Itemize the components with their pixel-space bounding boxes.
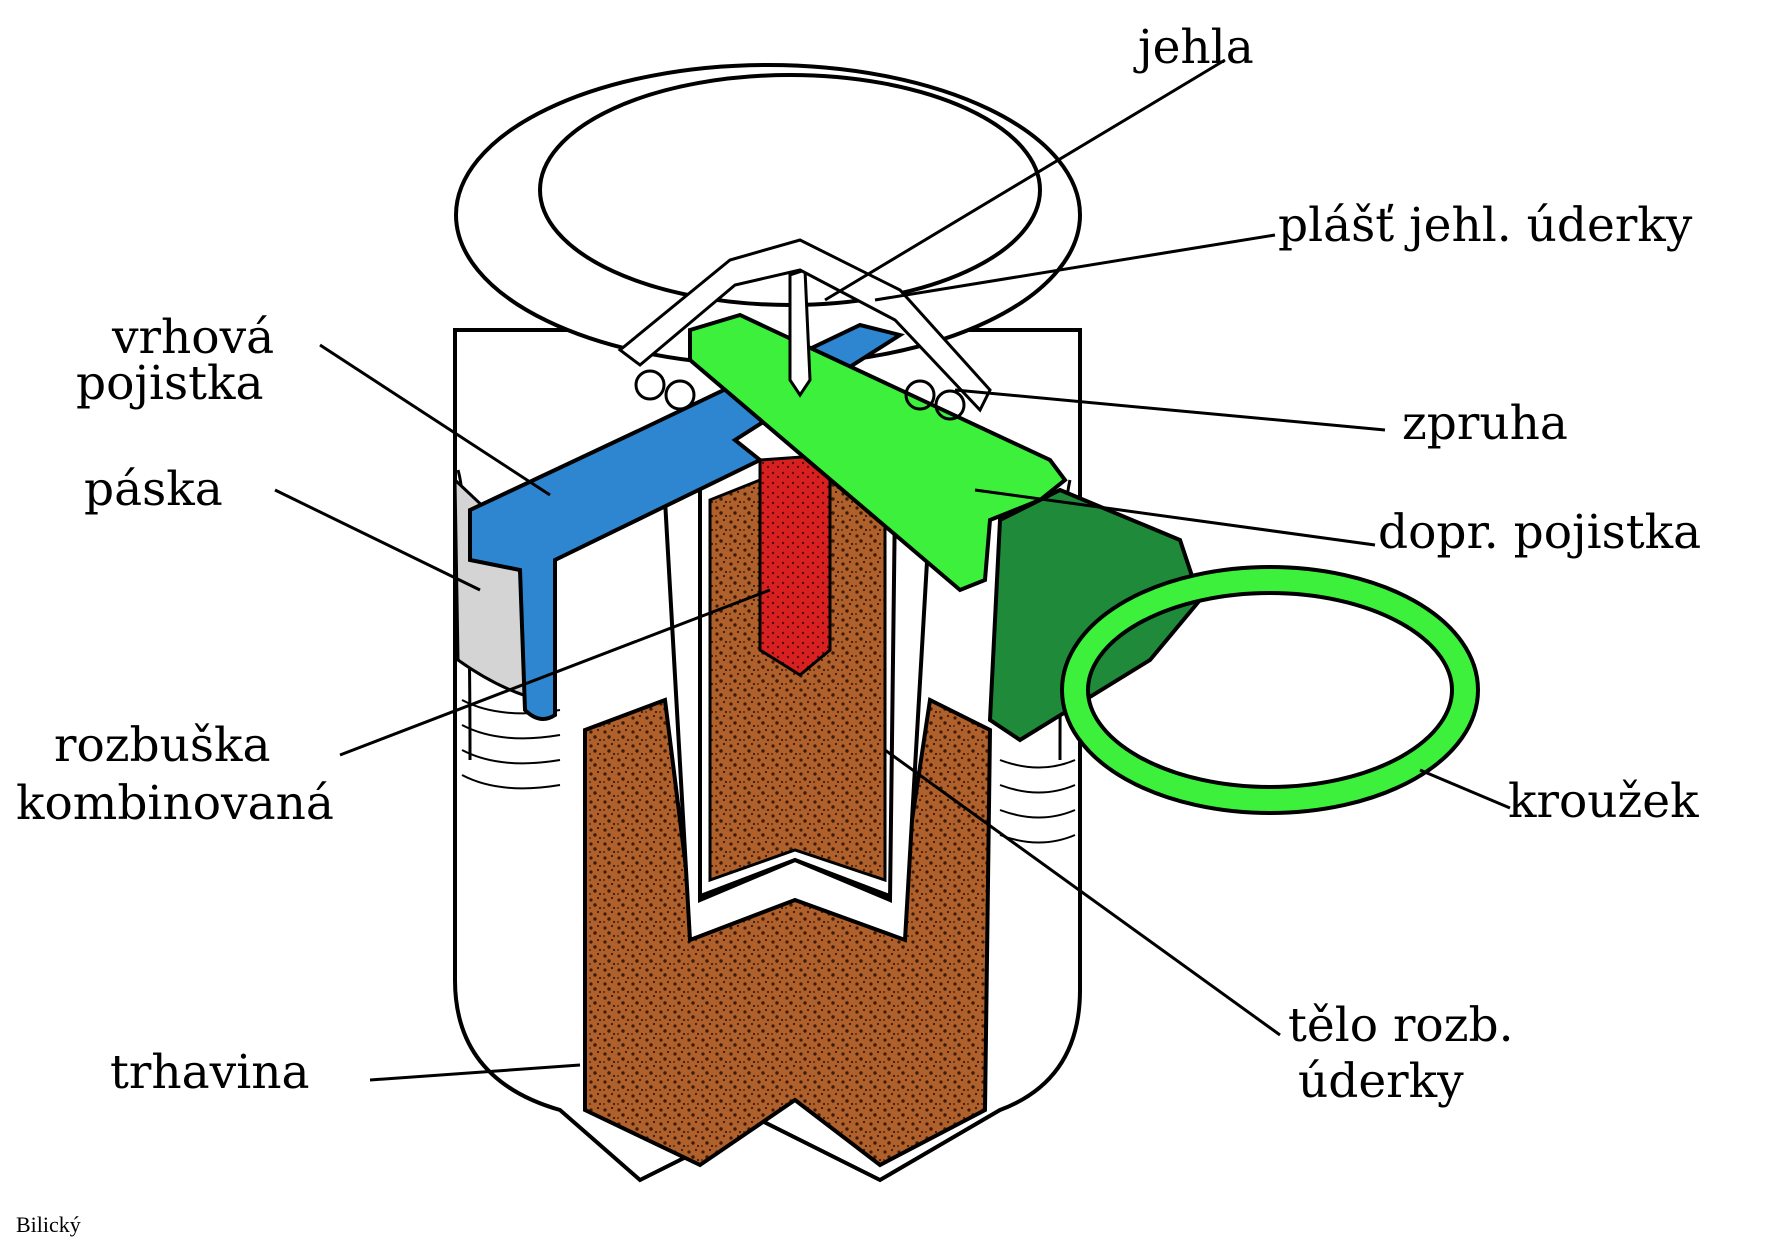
label-zpruha: zpruha xyxy=(1402,396,1568,451)
label-paska: páska xyxy=(84,462,223,517)
label-telo-rozb-line1: tělo rozb. xyxy=(1288,998,1514,1053)
label-rozbuska-line1: rozbuška xyxy=(54,718,271,773)
needle-shape xyxy=(788,267,812,398)
label-rozbuska-line2: kombinovaná xyxy=(16,776,334,831)
transport-safety-shape xyxy=(688,312,1068,593)
label-vrhova-pojistka-line1: vrhová xyxy=(112,310,275,365)
label-plast-jehl-uderky: plášť jehl. úderky xyxy=(1278,198,1693,253)
transport-safety-dark-part xyxy=(987,487,1203,743)
label-krouzek: kroužek xyxy=(1508,774,1699,829)
label-trhavina: trhavina xyxy=(110,1045,310,1100)
striker-casing-shape xyxy=(617,238,992,413)
spring-shape xyxy=(634,369,966,421)
leader-lines xyxy=(274,58,1511,1082)
label-telo-rozb-line2: úderky xyxy=(1298,1054,1464,1109)
label-vrhova-pojistka-line2: pojistka xyxy=(76,356,264,411)
label-jehla: jehla xyxy=(1138,20,1254,75)
pull-ring-inner xyxy=(1064,569,1476,811)
detonator-shape xyxy=(758,453,832,677)
label-dopr-pojistka: dopr. pojistka xyxy=(1378,505,1702,560)
author-credit: Bilický xyxy=(16,1212,81,1237)
